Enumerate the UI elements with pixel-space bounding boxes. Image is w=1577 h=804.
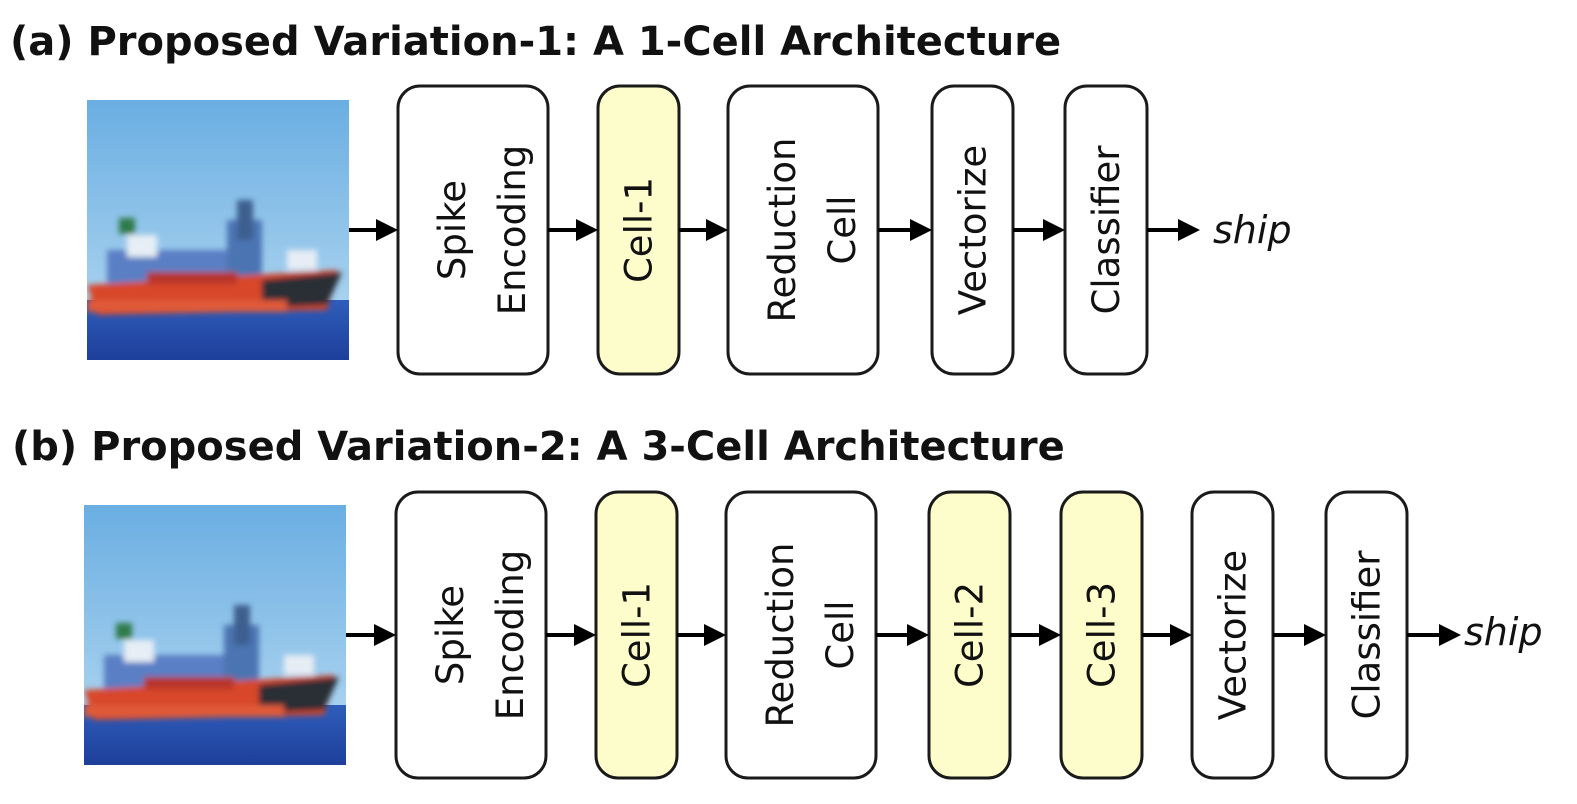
block-cell-1: Cell-1 <box>594 490 679 780</box>
block-label-line2: Cell <box>819 600 862 669</box>
block-label: Cell-1 <box>616 582 659 688</box>
block-label-line1: Classifier <box>1346 550 1389 720</box>
block-label: Reduction Cell <box>759 543 862 728</box>
panel-a-arrows <box>349 219 1200 241</box>
arrow-2 <box>679 219 728 241</box>
block-label-line1: Spike <box>429 585 472 685</box>
panel-a-blocks: Spike Encoding Cell-1 Reduction Cell Vectoriz… <box>396 84 1149 376</box>
arrow-1 <box>548 219 598 241</box>
arrow-6 <box>1273 624 1326 646</box>
block-reduction-cell: Reduction Cell <box>726 84 880 376</box>
panel-a-output-label: ship <box>1213 208 1292 252</box>
block-label: Cell-1 <box>618 177 661 283</box>
panel-b-arrows <box>346 624 1461 646</box>
arrow-input <box>349 219 398 241</box>
block-label: Cell-2 <box>949 582 992 688</box>
arrow-3 <box>876 624 929 646</box>
arrow-output <box>1147 219 1200 241</box>
block-label-line2: Cell <box>821 195 864 264</box>
block-vectorize: Vectorize <box>1190 490 1275 780</box>
panel-b-title: (b) Proposed Variation-2: A 3-Cell Archi… <box>12 424 1065 470</box>
block-label: Spike Encoding <box>429 550 532 721</box>
block-spike-encoding: Spike Encoding <box>396 84 550 376</box>
block-label-line1: Classifier <box>1085 145 1128 315</box>
input-ship-image-a <box>87 100 349 360</box>
arrow-5 <box>1142 624 1192 646</box>
block-label: Vectorize <box>952 145 995 315</box>
block-label-line2: Encoding <box>491 145 534 316</box>
panel-b-blocks: Spike Encoding Cell-1 Reduction Cell Cell-2 Ce… <box>394 490 1409 780</box>
block-label-line1: Vectorize <box>952 145 995 315</box>
block-spike-encoding: Spike Encoding <box>394 490 548 780</box>
input-ship-image-b <box>84 505 346 765</box>
arrow-3 <box>878 219 932 241</box>
block-cell-1: Cell-1 <box>596 84 681 376</box>
block-cell-3: Cell-3 <box>1059 490 1144 780</box>
block-label: Spike Encoding <box>431 145 534 316</box>
block-label-line1: Cell-3 <box>1081 582 1124 688</box>
block-vectorize: Vectorize <box>930 84 1015 376</box>
block-label-line1: Cell-1 <box>618 177 661 283</box>
block-cell-2: Cell-2 <box>927 490 1012 780</box>
block-label-line1: Vectorize <box>1212 550 1255 720</box>
block-label-line1: Reduction <box>761 138 804 323</box>
block-classifier: Classifier <box>1063 84 1149 376</box>
block-label-line1: Spike <box>431 180 474 280</box>
block-label-line1: Cell-1 <box>616 582 659 688</box>
block-label: Cell-3 <box>1081 582 1124 688</box>
block-label: Reduction Cell <box>761 138 864 323</box>
block-classifier: Classifier <box>1324 490 1409 780</box>
block-label: Classifier <box>1085 145 1128 315</box>
arrow-input <box>346 624 396 646</box>
arrow-4 <box>1013 219 1065 241</box>
panel-a-title: (a) Proposed Variation-1: A 1-Cell Archi… <box>10 19 1061 65</box>
block-label: Vectorize <box>1212 550 1255 720</box>
block-label-line2: Encoding <box>489 550 532 721</box>
block-label: Classifier <box>1346 550 1389 720</box>
panel-b-output-label: ship <box>1464 610 1543 654</box>
arrow-4 <box>1010 624 1061 646</box>
block-label-line1: Cell-2 <box>949 582 992 688</box>
block-label-line1: Reduction <box>759 543 802 728</box>
arrow-1 <box>546 624 596 646</box>
block-reduction-cell: Reduction Cell <box>724 490 878 780</box>
arrow-2 <box>677 624 726 646</box>
arrow-output <box>1407 624 1461 646</box>
